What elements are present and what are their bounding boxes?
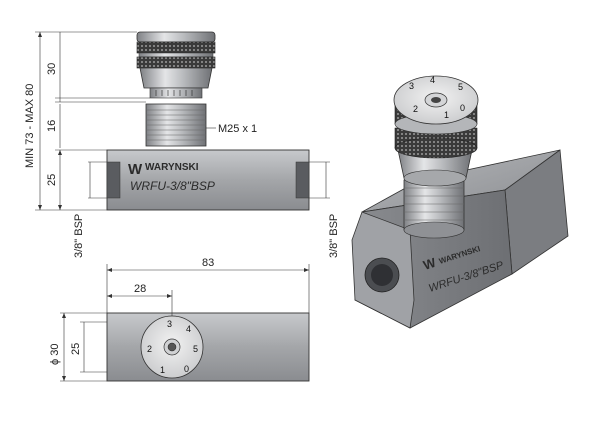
dim-thread: M25 x 1 xyxy=(218,123,257,135)
dim-width: 25 xyxy=(70,343,82,355)
front-view: W WARYNSKI WRFU-3/8"BSP xyxy=(106,31,310,211)
iso-dial-4: 4 xyxy=(430,75,435,85)
logo-mark: W xyxy=(128,161,143,178)
iso-dial-2: 2 xyxy=(413,104,418,114)
iso-logo-mark: W xyxy=(421,255,438,273)
port-right xyxy=(295,161,310,199)
top-view: 3 4 5 0 1 2 xyxy=(106,312,310,382)
dial-number-3: 3 xyxy=(167,319,172,329)
knurl-ring-2 xyxy=(136,56,216,69)
isometric-view: W WARYNSKI WRFU-3/8"BSP 3 4 5 0 1 2 xyxy=(351,75,569,329)
dim-length: 83 xyxy=(202,257,214,269)
knob-skirt xyxy=(139,67,213,89)
dim-neck-height: 16 xyxy=(46,120,58,132)
valve-body-top xyxy=(106,312,310,382)
dim-port-right: 3/8" BSP xyxy=(328,214,340,258)
dim-body-height: 25 xyxy=(46,174,58,186)
iso-dial-3: 3 xyxy=(409,81,414,91)
dim-height-range: MIN 73 - MAX 80 xyxy=(24,84,36,168)
dial-number-5: 5 xyxy=(193,344,198,354)
iso-dial-0: 0 xyxy=(460,103,465,113)
front-dimensions xyxy=(35,31,330,211)
dim-port-left: 3/8" BSP xyxy=(73,214,85,258)
dial-number-0: 0 xyxy=(184,364,189,374)
iso-dial-1: 1 xyxy=(444,110,449,120)
iso-neck xyxy=(403,179,465,231)
dial-number-4: 4 xyxy=(186,324,191,334)
model-label: WRFU-3/8"BSP xyxy=(130,179,215,193)
dim-knob-height: 30 xyxy=(46,63,58,75)
knob-cap xyxy=(136,31,216,43)
dial-number-2: 2 xyxy=(147,344,152,354)
top-dimensions xyxy=(60,264,310,382)
port-left xyxy=(106,161,121,199)
iso-dial-5: 5 xyxy=(458,82,463,92)
knurl-ring-1 xyxy=(136,41,216,54)
dim-width-dia: ϕ 30 xyxy=(49,344,61,365)
dial-number-1: 1 xyxy=(160,365,165,375)
brand-name: WARYNSKI xyxy=(145,162,199,173)
dim-center-offset: 28 xyxy=(134,283,146,295)
